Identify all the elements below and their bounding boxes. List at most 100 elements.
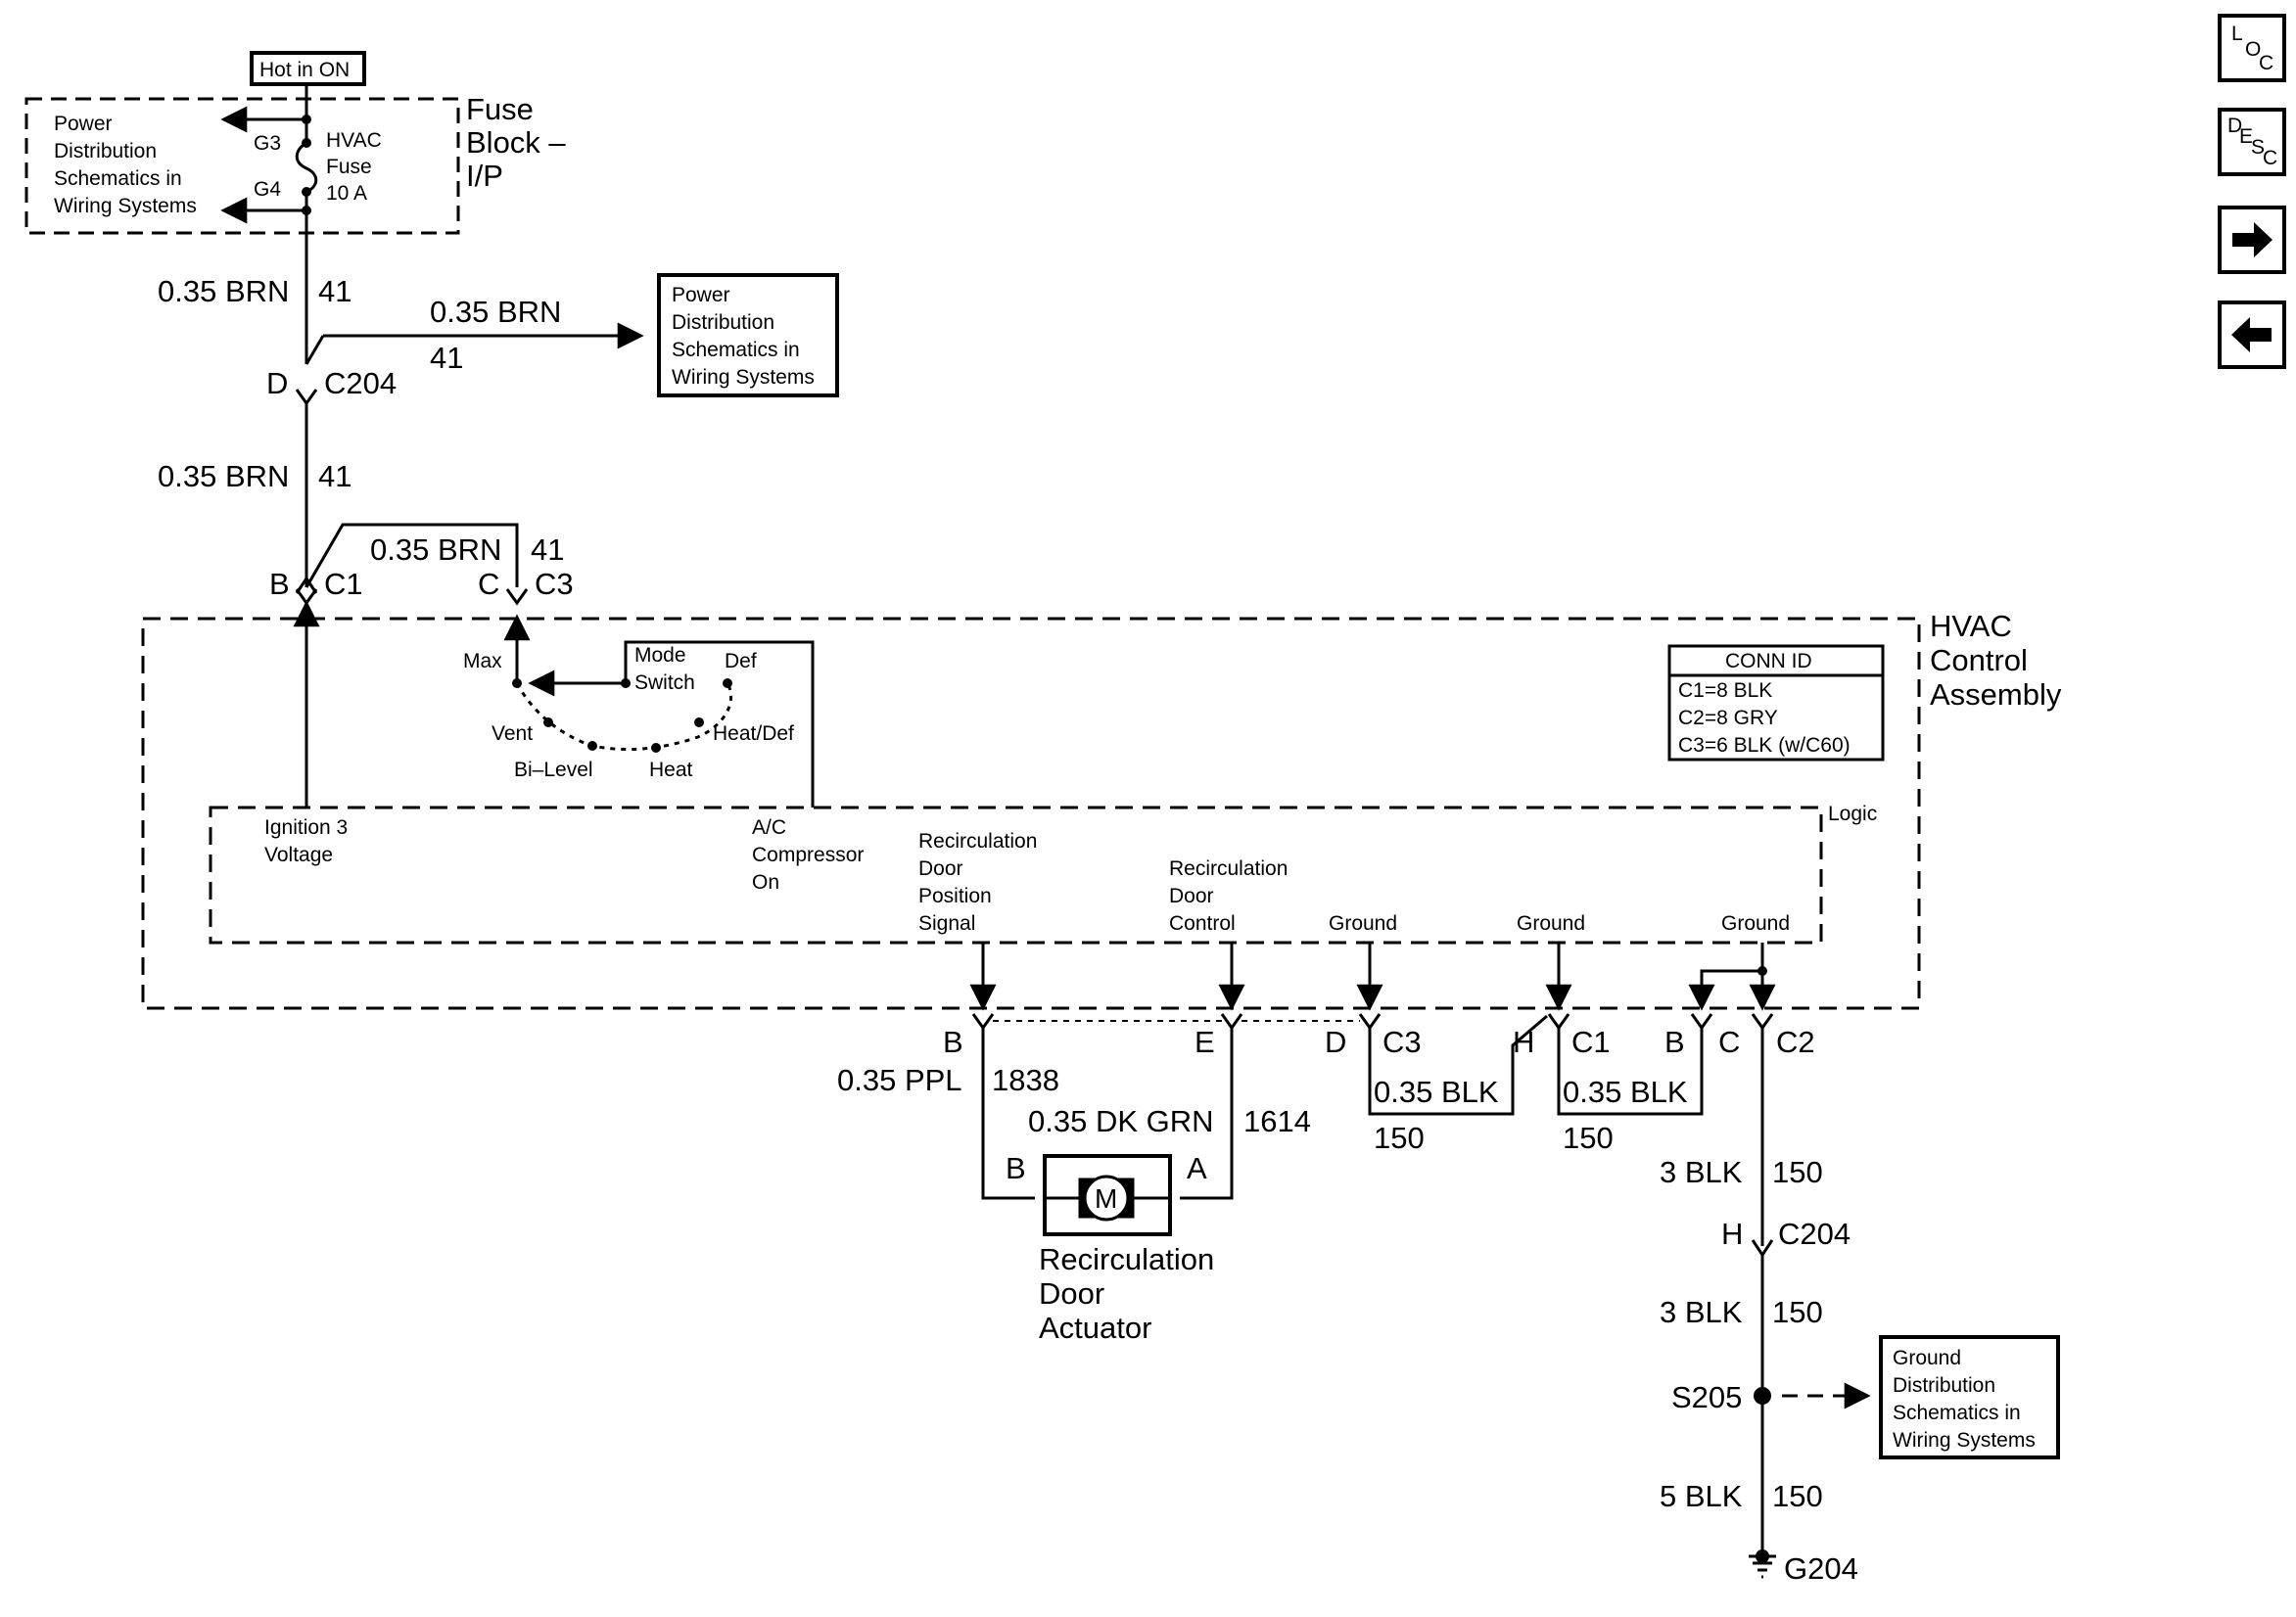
c1-h-pin: H xyxy=(1513,1025,1534,1059)
hvac-control-assembly-outline xyxy=(141,617,1921,1010)
signal-recirc-pos-4: Signal xyxy=(918,912,975,935)
mode-switch-label-1: Mode xyxy=(634,644,686,667)
signal-ac-3: On xyxy=(752,871,779,894)
fuse-block-title-2: Block – xyxy=(466,125,566,160)
signal-ground-2: Ground xyxy=(1517,912,1585,935)
conn-id-box xyxy=(1667,644,1885,762)
signal-ground-1: Ground xyxy=(1329,912,1397,935)
pin-e-1614: E xyxy=(1195,1025,1215,1059)
c1-h-name: C1 xyxy=(1571,1025,1611,1059)
wire-dkgrn-circuit: 1614 xyxy=(1243,1104,1311,1138)
mode-switch-label-2: Switch xyxy=(634,671,695,694)
actuator-pin-b: B xyxy=(1006,1151,1026,1185)
c2-c-name: C2 xyxy=(1776,1025,1815,1059)
wire-brn-upper-label: 0.35 BRN xyxy=(158,274,289,308)
conn-id-title: CONN ID xyxy=(1725,650,1812,672)
terminal-g4: G4 xyxy=(254,178,281,201)
wire-ppl-circuit: 1838 xyxy=(992,1063,1059,1097)
description-button[interactable]: D E S C xyxy=(2218,108,2286,176)
c3-c-name: C3 xyxy=(535,567,574,601)
c204-bottom-pin: H xyxy=(1721,1217,1743,1251)
wire-brn-lower-label: 0.35 BRN xyxy=(158,459,289,493)
conn-id-line-3: C3=6 BLK (w/C60) xyxy=(1678,734,1851,757)
fuse-block-outline xyxy=(24,97,460,235)
ground-g204-label: G204 xyxy=(1784,1551,1858,1586)
actuator-label-3: Actuator xyxy=(1039,1311,1151,1345)
desc-letter-e: E xyxy=(2239,125,2254,148)
desc-letter-c: C xyxy=(2263,147,2278,169)
wire-blk-c3-circuit: 150 xyxy=(1374,1121,1425,1155)
conn-id-line-2: C2=8 GRY xyxy=(1678,707,1778,729)
wire-blk-c1-circuit: 150 xyxy=(1563,1121,1614,1155)
fuse-label-1: HVAC xyxy=(326,129,382,152)
signal-recirc-pos-1: Recirculation xyxy=(918,830,1037,853)
actuator-label-1: Recirculation xyxy=(1039,1242,1214,1276)
mode-pos-heat-def: Heat/Def xyxy=(713,722,794,745)
fuse-ref-line-3: Schematics in xyxy=(54,167,182,190)
mode-pos-bi-level: Bi–Level xyxy=(514,759,593,781)
splice-s205 xyxy=(1754,1387,1771,1405)
c1-b-pin: B xyxy=(269,567,290,601)
ground-ref-line-2: Distribution xyxy=(1893,1374,1995,1397)
signal-ground-3: Ground xyxy=(1721,912,1790,935)
signal-recirc-ctrl-1: Recirculation xyxy=(1169,857,1288,880)
logic-block-outline xyxy=(209,806,1823,945)
wire-3blk-b-label: 3 BLK xyxy=(1660,1295,1743,1329)
wire-brn-c3-circuit: 41 xyxy=(531,532,564,567)
c2-b-pin: B xyxy=(1664,1025,1685,1059)
signal-ignition-2: Voltage xyxy=(264,844,333,866)
actuator-pin-a: A xyxy=(1187,1151,1207,1185)
ground-ref-line-1: Ground xyxy=(1893,1347,1961,1369)
signal-ac-1: A/C xyxy=(752,816,786,839)
desc-letter-s: S xyxy=(2251,136,2266,159)
loc-letter-o: O xyxy=(2245,38,2262,61)
power-ref-line-4: Wiring Systems xyxy=(672,366,815,389)
ground-point xyxy=(1756,1549,1769,1563)
arrow-left-icon xyxy=(2231,317,2272,352)
c1-b-name: C1 xyxy=(324,567,363,601)
pin-b-1838: B xyxy=(943,1025,963,1059)
location-button[interactable]: L O C xyxy=(2218,14,2286,82)
mode-pos-def: Def xyxy=(725,650,757,672)
c3-c-pin: C xyxy=(478,567,499,601)
hvac-title-2: Control xyxy=(1930,643,2028,677)
ground-ref-line-4: Wiring Systems xyxy=(1893,1429,2036,1452)
conn-id-line-1: C1=8 BLK xyxy=(1678,679,1772,702)
wire-3blk-a-circuit: 150 xyxy=(1772,1155,1823,1189)
hvac-title-3: Assembly xyxy=(1930,677,2062,712)
wire-3blk-b-circuit: 150 xyxy=(1772,1295,1823,1329)
c3-d-name: C3 xyxy=(1382,1025,1422,1059)
desc-letter-d: D xyxy=(2227,115,2243,137)
next-button[interactable] xyxy=(2218,206,2286,274)
logic-label: Logic xyxy=(1828,803,1877,825)
power-distribution-ref-box-right xyxy=(657,273,839,397)
motor-symbol xyxy=(1083,1175,1130,1222)
fuse-ref-line-4: Wiring Systems xyxy=(54,195,197,217)
splice-s205-label: S205 xyxy=(1671,1380,1742,1414)
mode-switch-arc xyxy=(515,682,733,752)
signal-recirc-ctrl-3: Control xyxy=(1169,912,1236,935)
wire-brn-branch-circuit: 41 xyxy=(430,341,463,375)
c3-d-pin: D xyxy=(1325,1025,1346,1059)
power-ref-line-2: Distribution xyxy=(672,311,774,334)
mode-pos-max: Max xyxy=(463,650,502,672)
signal-ac-2: Compressor xyxy=(752,844,864,866)
power-ref-line-1: Power xyxy=(672,284,730,306)
fuse-ref-line-1: Power xyxy=(54,113,113,135)
previous-button[interactable] xyxy=(2218,300,2286,369)
signal-recirc-pos-3: Position xyxy=(918,885,992,907)
wire-5blk-circuit: 150 xyxy=(1772,1479,1823,1513)
hvac-fuse xyxy=(295,141,318,194)
fuse-label-2: Fuse xyxy=(326,156,372,178)
actuator-label-2: Door xyxy=(1039,1276,1104,1311)
mode-pos-vent: Vent xyxy=(492,722,533,745)
wire-dkgrn-label: 0.35 DK GRN xyxy=(1028,1104,1214,1138)
signal-ignition-1: Ignition 3 xyxy=(264,816,348,839)
fuse-label-3: 10 A xyxy=(326,182,367,205)
wire-ppl-label: 0.35 PPL xyxy=(837,1063,962,1097)
wire-brn-branch-label: 0.35 BRN xyxy=(430,295,561,329)
arrow-right-icon xyxy=(2232,222,2273,257)
loc-letter-l: L xyxy=(2231,23,2243,45)
wire-blk-c3-label: 0.35 BLK xyxy=(1374,1075,1499,1109)
